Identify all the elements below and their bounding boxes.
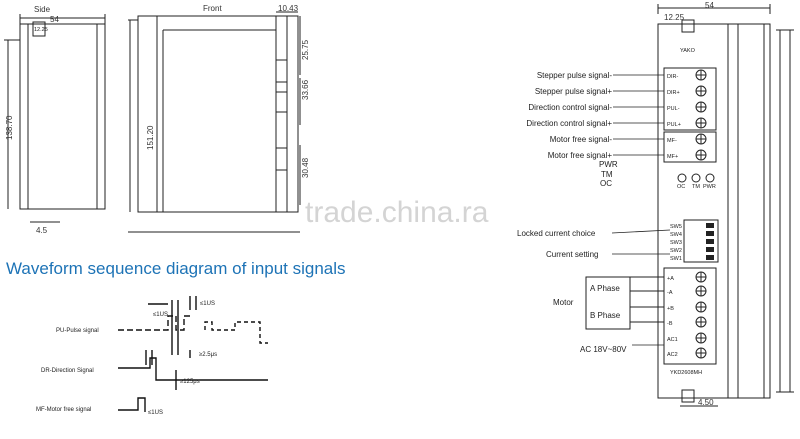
top-terminals: DIR- DIR+ PUL- PUL+ MF- MF+ <box>667 69 707 161</box>
driver-width-dim: 54 <box>705 1 714 10</box>
front-height-dim: 151.20 <box>146 125 155 150</box>
led-tag-oc: OC <box>677 184 685 190</box>
wave-label-motorfree: MF-Motor free signal <box>36 407 91 413</box>
side-bottom-dim: 4.5 <box>36 226 48 235</box>
terminal-bottom-label-3: -B <box>667 321 673 327</box>
dip-switch-icon <box>706 239 714 244</box>
dip-switch-icon <box>706 247 714 252</box>
signal-label-4: Motor free signal- <box>550 135 613 144</box>
waveform-title: Waveform sequence diagram of input signa… <box>6 259 346 278</box>
side-view <box>4 14 106 223</box>
driver-brand: YAKO <box>680 48 696 54</box>
switch-label-3: SW2 <box>670 248 682 254</box>
front-dim-3: 30.48 <box>301 157 310 178</box>
switch-label-2: SW3 <box>670 240 682 246</box>
signal-label-2: Direction control signal- <box>528 103 612 112</box>
terminal-bottom-label-5: AC2 <box>667 352 678 358</box>
motor-phase-box <box>585 276 664 330</box>
led-tag-pwr: PWR <box>703 184 716 190</box>
front-top-dim: 10.43 <box>278 4 299 13</box>
terminal-top-label-1: DIR+ <box>667 90 680 96</box>
driver-model: YKD2608MH <box>670 370 702 376</box>
phase-b-label: B Phase <box>590 311 621 320</box>
group-motor: Motor <box>553 298 574 307</box>
dip-switch-icon <box>706 223 714 228</box>
group-ac: AC 18V~80V <box>580 345 627 354</box>
led-tag-tm: TM <box>692 184 700 190</box>
driver-top-dim: 12.25 <box>664 13 685 22</box>
front-dim-1: 25.75 <box>301 39 310 60</box>
terminal-top-label-2: PUL- <box>667 106 680 112</box>
signal-label-5: Motor free signal+ <box>548 151 613 160</box>
terminal-top-label-4: MF- <box>667 138 677 144</box>
front-view <box>128 11 301 233</box>
terminal-top-label-5: MF+ <box>667 154 678 160</box>
watermark: trade.china.ra <box>305 196 489 229</box>
wave-label-pulse: PU-Pulse signal <box>56 328 99 334</box>
led-label-oc: OC <box>600 179 612 188</box>
wave-timing-2: ≤1US <box>153 312 168 318</box>
dip-switch-icon <box>706 255 714 260</box>
wave-timing-1: ≤1US <box>200 301 215 307</box>
signal-label-0: Stepper pulse signal- <box>537 71 612 80</box>
phase-a-label: A Phase <box>590 284 620 293</box>
wave-timing-3: ≥2.5μs <box>199 352 217 358</box>
front-dim-2: 33.66 <box>301 79 310 100</box>
led-label-tm: TM <box>601 170 613 179</box>
driver-outline <box>657 4 794 407</box>
terminal-top-label-3: PUL+ <box>667 122 681 128</box>
signal-label-1: Stepper pulse signal+ <box>535 87 612 96</box>
waveform-diagram <box>118 296 268 412</box>
signal-label-3: Direction control signal+ <box>526 119 612 128</box>
wave-timing-4: ≥125μs <box>180 379 200 385</box>
side-width-dim: 54 <box>50 15 59 24</box>
terminal-bottom-label-4: AC1 <box>667 337 678 343</box>
group-current-setting: Current setting <box>546 250 598 259</box>
dip-switch-icon <box>706 231 714 236</box>
side-height-dim: 138.70 <box>5 115 14 140</box>
terminal-bottom-label-0: +A <box>667 276 674 282</box>
wave-label-direction: DR-Direction Signal <box>41 368 94 374</box>
terminal-bottom-label-1: -A <box>667 290 673 296</box>
locked-leader-line <box>611 229 671 234</box>
driver-bottom-dim: 4.50 <box>698 398 714 407</box>
wave-timing-5: ≤1US <box>148 410 163 416</box>
side-label: Side <box>34 5 51 14</box>
signal-labels: Stepper pulse signal- Stepper pulse signa… <box>526 71 664 160</box>
switch-label-1: SW4 <box>670 232 682 238</box>
led-label-pwr: PWR <box>599 160 618 169</box>
group-locked-current: Locked current choice <box>517 229 596 238</box>
switch-label-4: SW1 <box>670 256 682 262</box>
terminal-bottom-label-2: +B <box>667 306 674 312</box>
side-small-dim: 12.25 <box>34 27 48 33</box>
switch-label-0: SW5 <box>670 224 682 230</box>
terminal-top-label-0: DIR- <box>667 74 678 80</box>
front-label: Front <box>203 4 222 13</box>
